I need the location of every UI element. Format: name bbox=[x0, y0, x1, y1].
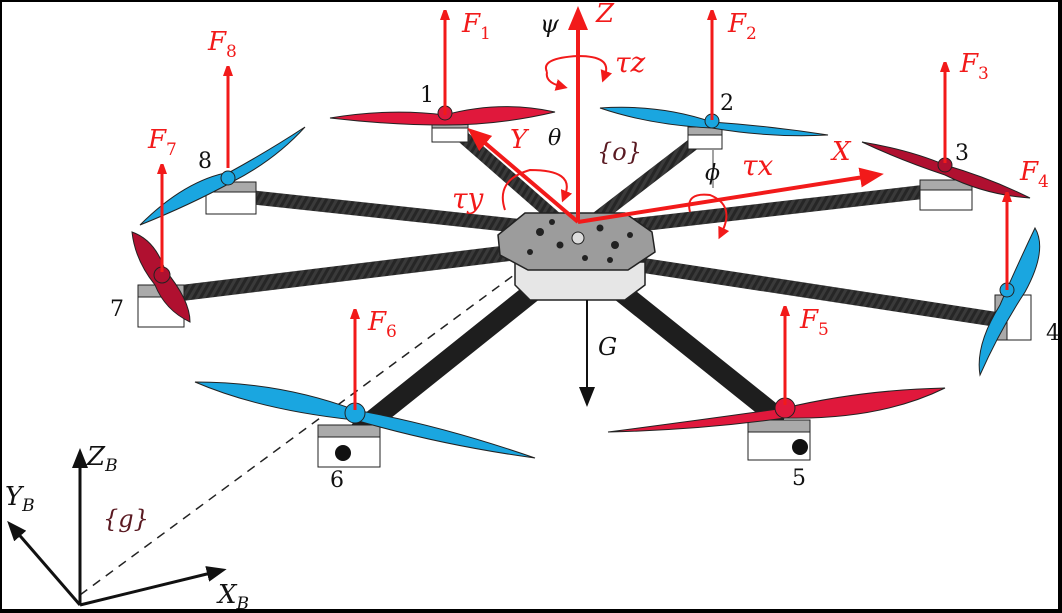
motor-block-5 bbox=[747, 419, 811, 461]
propeller-4 bbox=[978, 226, 1041, 377]
propeller-2 bbox=[599, 106, 829, 137]
rotor-number-6: 6 bbox=[330, 468, 344, 493]
force-label-5: F5 bbox=[799, 305, 829, 340]
force-label-1: F1 bbox=[461, 9, 491, 44]
thrust-arrows bbox=[162, 14, 1007, 410]
ground-x-label: XB bbox=[216, 580, 249, 613]
motor-block-3 bbox=[919, 179, 973, 211]
ground-frame-labels: ZB YB XB {g} bbox=[5, 442, 249, 613]
body-axes bbox=[467, 6, 884, 407]
torque-y-label: τy bbox=[452, 182, 484, 215]
body-frame-labels: Z X Y ψ θ ϕ τz τx τy {o} G bbox=[452, 0, 852, 361]
torque-x-label: τx bbox=[742, 149, 773, 182]
rotor-number-4: 4 bbox=[1046, 321, 1060, 346]
motor-block-6 bbox=[317, 424, 381, 468]
rotor-number-5: 5 bbox=[792, 466, 806, 491]
ground-y-axis bbox=[7, 520, 82, 606]
rotor-number-3: 3 bbox=[955, 141, 969, 166]
propellers bbox=[131, 105, 1041, 459]
x-axis-arrow bbox=[577, 167, 884, 224]
rotor-number-1: 1 bbox=[420, 83, 434, 108]
force-label-2: F2 bbox=[727, 9, 757, 44]
force-label-7: F7 bbox=[147, 125, 177, 160]
force-label-3: F3 bbox=[959, 49, 989, 84]
arm-4 bbox=[567, 247, 1008, 328]
ground-x-axis bbox=[79, 566, 227, 607]
torque-x-arc bbox=[688, 193, 730, 240]
rotor-number-2: 2 bbox=[720, 91, 734, 116]
rotor-number-8: 8 bbox=[198, 149, 212, 174]
y-axis-arrow bbox=[467, 127, 580, 224]
rotor-number-7: 7 bbox=[110, 297, 124, 322]
central-body bbox=[497, 212, 656, 301]
yaw-angle-label: ψ bbox=[540, 10, 560, 38]
x-axis-label: X bbox=[830, 137, 852, 167]
y-axis-label: Y bbox=[510, 125, 530, 155]
ground-z-label: ZB bbox=[86, 442, 118, 476]
z-axis-label: Z bbox=[595, 0, 615, 29]
motor-block-2 bbox=[687, 126, 723, 150]
torque-y-arc bbox=[501, 168, 573, 211]
torque-z-arc bbox=[544, 54, 613, 83]
pitch-angle-label: θ bbox=[548, 126, 561, 151]
force-label-4: F4 bbox=[1019, 157, 1049, 192]
body-frame-label: {o} bbox=[597, 138, 642, 166]
force-label-6: F6 bbox=[367, 307, 397, 342]
ground-frame-label: {g} bbox=[103, 505, 149, 533]
roll-angle-label: ϕ bbox=[705, 161, 720, 186]
force-label-8: F8 bbox=[207, 27, 237, 62]
ground-y-label: YB bbox=[5, 482, 35, 516]
torque-z-label: τz bbox=[615, 46, 645, 79]
propeller-6 bbox=[194, 381, 536, 459]
ground-axes bbox=[7, 448, 227, 607]
gravity-label: G bbox=[598, 333, 617, 361]
torque-z-arc-tail bbox=[545, 71, 568, 91]
force-labels: F1 F2 F3 F4 F5 F6 F7 F8 bbox=[147, 9, 1049, 342]
rotor-numbers: 1 2 3 4 5 6 7 8 bbox=[110, 83, 1060, 493]
